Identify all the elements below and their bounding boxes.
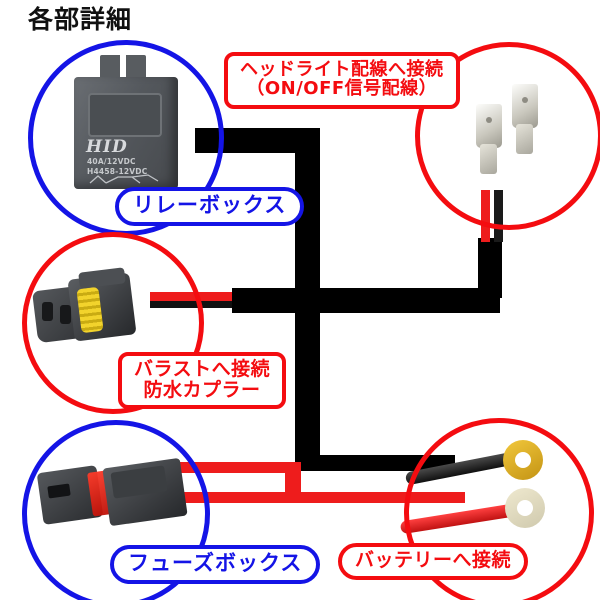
label-headlight-line2: （ON/OFF信号配線） — [246, 78, 438, 100]
wire-red-fuse-run-upper — [175, 462, 293, 473]
label-ballast-line2: 防水カプラー — [143, 378, 261, 401]
callout-circle-fuse — [22, 420, 210, 600]
label-ballast-line1: バラストへ接続 — [134, 358, 271, 380]
label-battery-connection: バッテリーへ接続 — [338, 543, 529, 580]
callout-circle-headlight — [415, 42, 600, 230]
wire-red-fuse-run-lower — [175, 492, 465, 503]
label-headlight-connection: ヘッドライト配線へ接続 （ON/OFF信号配線） — [224, 52, 460, 109]
label-fuse-box: フューズボックス — [110, 545, 321, 584]
callout-circle-coupler — [22, 232, 204, 414]
page-title: 各部詳細 — [28, 5, 133, 34]
wire-black-cross-run — [232, 288, 500, 313]
label-ballast-connection: バラストへ接続 防水カプラー — [118, 352, 287, 410]
wire-black-spade-branch — [478, 238, 502, 298]
callout-circle-battery — [404, 418, 594, 600]
label-relay-box: リレーボックス — [115, 187, 305, 226]
label-headlight-line1: ヘッドライト配線へ接続 — [240, 59, 444, 80]
